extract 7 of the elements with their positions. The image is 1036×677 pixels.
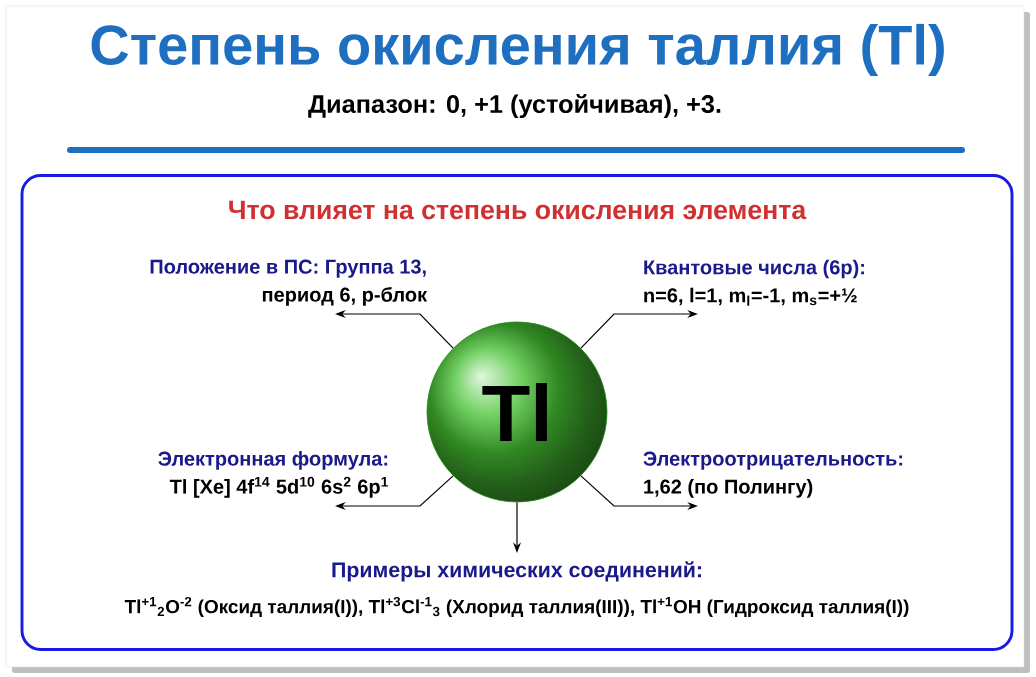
info-text: Примеры химических соединений: Tl$^{+1}$$_{2}$O$^{-2}$ (Оксид таллия(I)), Tl$^{+3}$Cl$^{-1}$$_{3}$ (Хлорид таллия(III)), Tl$^{+1}$OH (Гидроксид таллия(I)) [124, 561, 909, 618]
info-text: Положение в ПС: Группа 13, период 6, p-блок [150, 259, 428, 306]
info-text: Электронная формула: Tl [Xe] 4f$^{14}$ 5d$^{10}$ 6s$^{2}$ 6p$^{1}$ [158, 451, 388, 498]
info-text: Электроотрицательность: 1,62 (по Полингу) [643, 451, 903, 498]
title: Степень окисления таллия (Tl) [91, 23, 944, 77]
info-text: Квантовые числа (6p): n=6, l=1, m$_{l}$=-1, m$_{s}$=+½ [644, 259, 864, 306]
subtitle: Диапазон: 0, +1 (устойчивая), +3. [308, 93, 721, 119]
